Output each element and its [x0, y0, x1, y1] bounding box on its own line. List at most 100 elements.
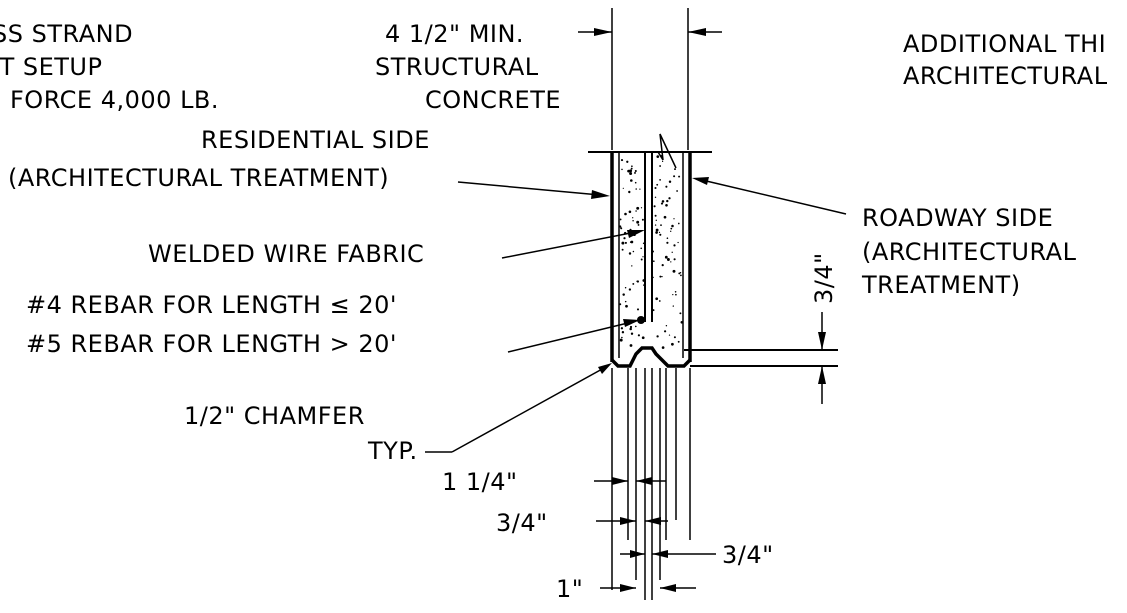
concrete-speck — [661, 160, 664, 163]
concrete-speck — [665, 204, 668, 207]
concrete-speck — [624, 300, 627, 303]
concrete-speck — [658, 231, 661, 234]
concrete-speck — [665, 325, 668, 327]
chamfer-leader — [425, 363, 612, 453]
concrete-speck — [624, 212, 627, 216]
concrete-speck — [636, 308, 640, 311]
concrete-speck — [680, 274, 682, 277]
concrete-speck — [621, 331, 625, 334]
concrete-speck — [661, 275, 663, 278]
residential-leader — [457, 181, 610, 199]
concrete-speck — [621, 336, 623, 339]
concrete-speck — [630, 332, 634, 335]
concrete-speck — [661, 200, 665, 203]
bottom-dimensions — [594, 368, 716, 600]
concrete-speck — [637, 223, 640, 226]
dim-3-4-b-label: 3/4" — [722, 541, 774, 569]
concrete-speck — [664, 255, 668, 259]
concrete-speck — [659, 233, 662, 236]
concrete-speck — [629, 344, 633, 347]
concrete-speck — [628, 210, 632, 214]
concrete-speck — [632, 250, 635, 253]
concrete-speck — [629, 325, 633, 329]
concrete-speck — [634, 181, 637, 184]
wall-section — [588, 133, 712, 368]
concrete-speck — [634, 169, 637, 173]
concrete-speck — [640, 207, 643, 209]
concrete-speck — [622, 293, 625, 296]
residential-label-line1: RESIDENTIAL SIDE — [201, 126, 430, 154]
concrete-speck — [673, 258, 676, 261]
roadway-leader — [692, 177, 847, 215]
concrete-speck — [632, 282, 635, 285]
concrete-speck — [624, 241, 627, 244]
concrete-speck — [640, 258, 643, 261]
concrete-speck — [655, 219, 657, 221]
concrete-speck — [631, 265, 633, 267]
concrete-speck — [677, 241, 679, 244]
concrete-speck — [625, 304, 628, 308]
concrete-speck — [632, 217, 634, 219]
residential-label-line2: (ARCHITECTURAL TREATMENT) — [8, 164, 389, 192]
concrete-speck — [673, 244, 676, 247]
concrete-speck — [666, 258, 670, 261]
concrete-speck — [665, 185, 668, 188]
concrete-speck — [672, 269, 676, 273]
top-dimension — [578, 8, 722, 150]
roadway-label-line3: TREATMENT) — [861, 271, 1021, 299]
concrete-speck — [666, 199, 669, 203]
concrete-speck — [622, 187, 624, 189]
roadway-label-line1: ROADWAY SIDE — [862, 204, 1053, 232]
concrete-speck — [672, 305, 674, 307]
concrete-speck — [658, 300, 661, 302]
concrete-speck — [659, 275, 662, 278]
concrete-speck — [623, 237, 626, 240]
concrete-speck — [661, 263, 664, 267]
concrete-speck — [624, 286, 627, 289]
concrete-speck — [663, 330, 667, 333]
concrete-speck — [626, 160, 629, 163]
concrete-speck — [621, 241, 625, 245]
concrete-speck — [619, 218, 622, 221]
concrete-speck — [678, 175, 681, 178]
concrete-speck — [672, 293, 674, 296]
rebar-leader — [507, 319, 640, 353]
concrete-speck — [621, 168, 623, 171]
concrete-hatch — [619, 154, 684, 349]
concrete-speck — [632, 220, 634, 222]
concrete-speck — [670, 227, 673, 230]
concrete-speck — [674, 291, 677, 293]
concrete-speck — [673, 175, 676, 178]
concrete-speck — [679, 312, 682, 315]
concrete-speck — [673, 218, 675, 220]
concrete-speck — [620, 327, 624, 330]
concrete-speck — [628, 190, 631, 194]
concrete-speck — [668, 334, 671, 336]
strand-label-line2: IT SETUP — [0, 53, 102, 81]
concrete-speck — [660, 202, 664, 205]
concrete-speck — [656, 335, 659, 338]
concrete-speck — [653, 205, 656, 208]
concrete-speck — [678, 272, 681, 275]
additional-label-line2: ARCHITECTURAL — [903, 62, 1108, 90]
concrete-speck — [642, 256, 644, 258]
roadway-label-line2: (ARCHITECTURAL — [862, 238, 1077, 266]
concrete-speck — [656, 155, 660, 158]
rebar-label-line1: #4 REBAR FOR LENGTH ≤ 20' — [26, 291, 397, 319]
rebar-label-line2: #5 REBAR FOR LENGTH > 20' — [26, 330, 397, 358]
concrete-speck — [629, 327, 632, 331]
concrete-speck — [619, 338, 623, 342]
concrete-speck — [630, 167, 633, 170]
structural-label-line1: STRUCTURAL — [375, 53, 539, 81]
concrete-speck — [654, 214, 657, 217]
concrete-speck — [666, 237, 669, 239]
concrete-speck — [629, 169, 633, 173]
min-thickness-label: 4 1/2" MIN. — [385, 20, 524, 48]
concrete-speck — [628, 288, 632, 291]
concrete-speck — [629, 179, 633, 182]
concrete-speck — [640, 247, 643, 250]
concrete-speck — [671, 342, 674, 346]
dim-3-4-a-label: 3/4" — [496, 509, 548, 537]
concrete-speck — [637, 334, 640, 337]
